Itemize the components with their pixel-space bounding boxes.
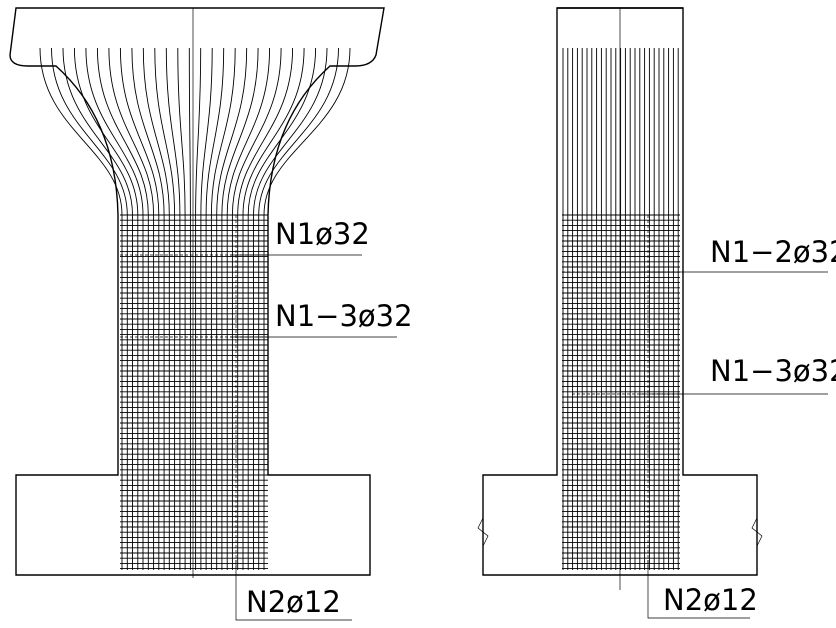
flared-bar [247, 47, 317, 570]
flared-bar [39, 47, 123, 570]
flared-bar [165, 47, 181, 570]
left-pier-elevation: N1ø32 N1−3ø32 N2ø12 [9, 7, 413, 621]
flared-bar [142, 47, 170, 570]
flared-bar [237, 47, 294, 570]
left-rebar-grid [120, 214, 268, 570]
flared-bar [177, 47, 186, 570]
right-pier-outline [482, 7, 758, 576]
left-leader-n2 [235, 560, 352, 621]
flared-bar [242, 47, 305, 570]
flared-bar [195, 47, 202, 570]
flared-bar [154, 47, 176, 570]
right-pier-elevation: N1−2ø32 N1−3ø32 N2ø12 [477, 7, 836, 619]
flared-bar [131, 47, 165, 570]
label-left-n2: N2ø12 [246, 585, 341, 619]
flared-bar [258, 47, 339, 570]
right-break-mark-left [477, 517, 489, 547]
label-right-n1-mid: N1−3ø32 [710, 354, 836, 388]
flared-bar [253, 47, 328, 570]
flared-bar [62, 47, 133, 570]
flared-bar [205, 47, 225, 570]
flared-bar [96, 47, 149, 570]
flared-bar [231, 47, 282, 570]
flared-bar [108, 47, 155, 570]
flared-bar [73, 47, 139, 570]
flared-bar [226, 47, 271, 570]
label-left-n1-top: N1ø32 [275, 217, 370, 251]
flared-bar [263, 47, 351, 570]
flared-bar [85, 47, 144, 570]
flared-bar [51, 47, 128, 570]
flared-bar [221, 47, 259, 570]
right-leader-n2 [647, 560, 750, 619]
flared-bar [200, 47, 213, 570]
left-pier-outline [9, 7, 385, 576]
flared-bar [119, 47, 160, 570]
right-break-mark-right [751, 517, 763, 547]
label-right-n1-top: N1−2ø32 [710, 235, 836, 269]
flared-bar [188, 47, 191, 570]
left-flared-bars [39, 47, 351, 570]
flared-bar [216, 47, 248, 570]
label-right-n2: N2ø12 [663, 583, 758, 617]
label-left-n1-mid: N1−3ø32 [275, 299, 413, 333]
flared-bar [210, 47, 236, 570]
